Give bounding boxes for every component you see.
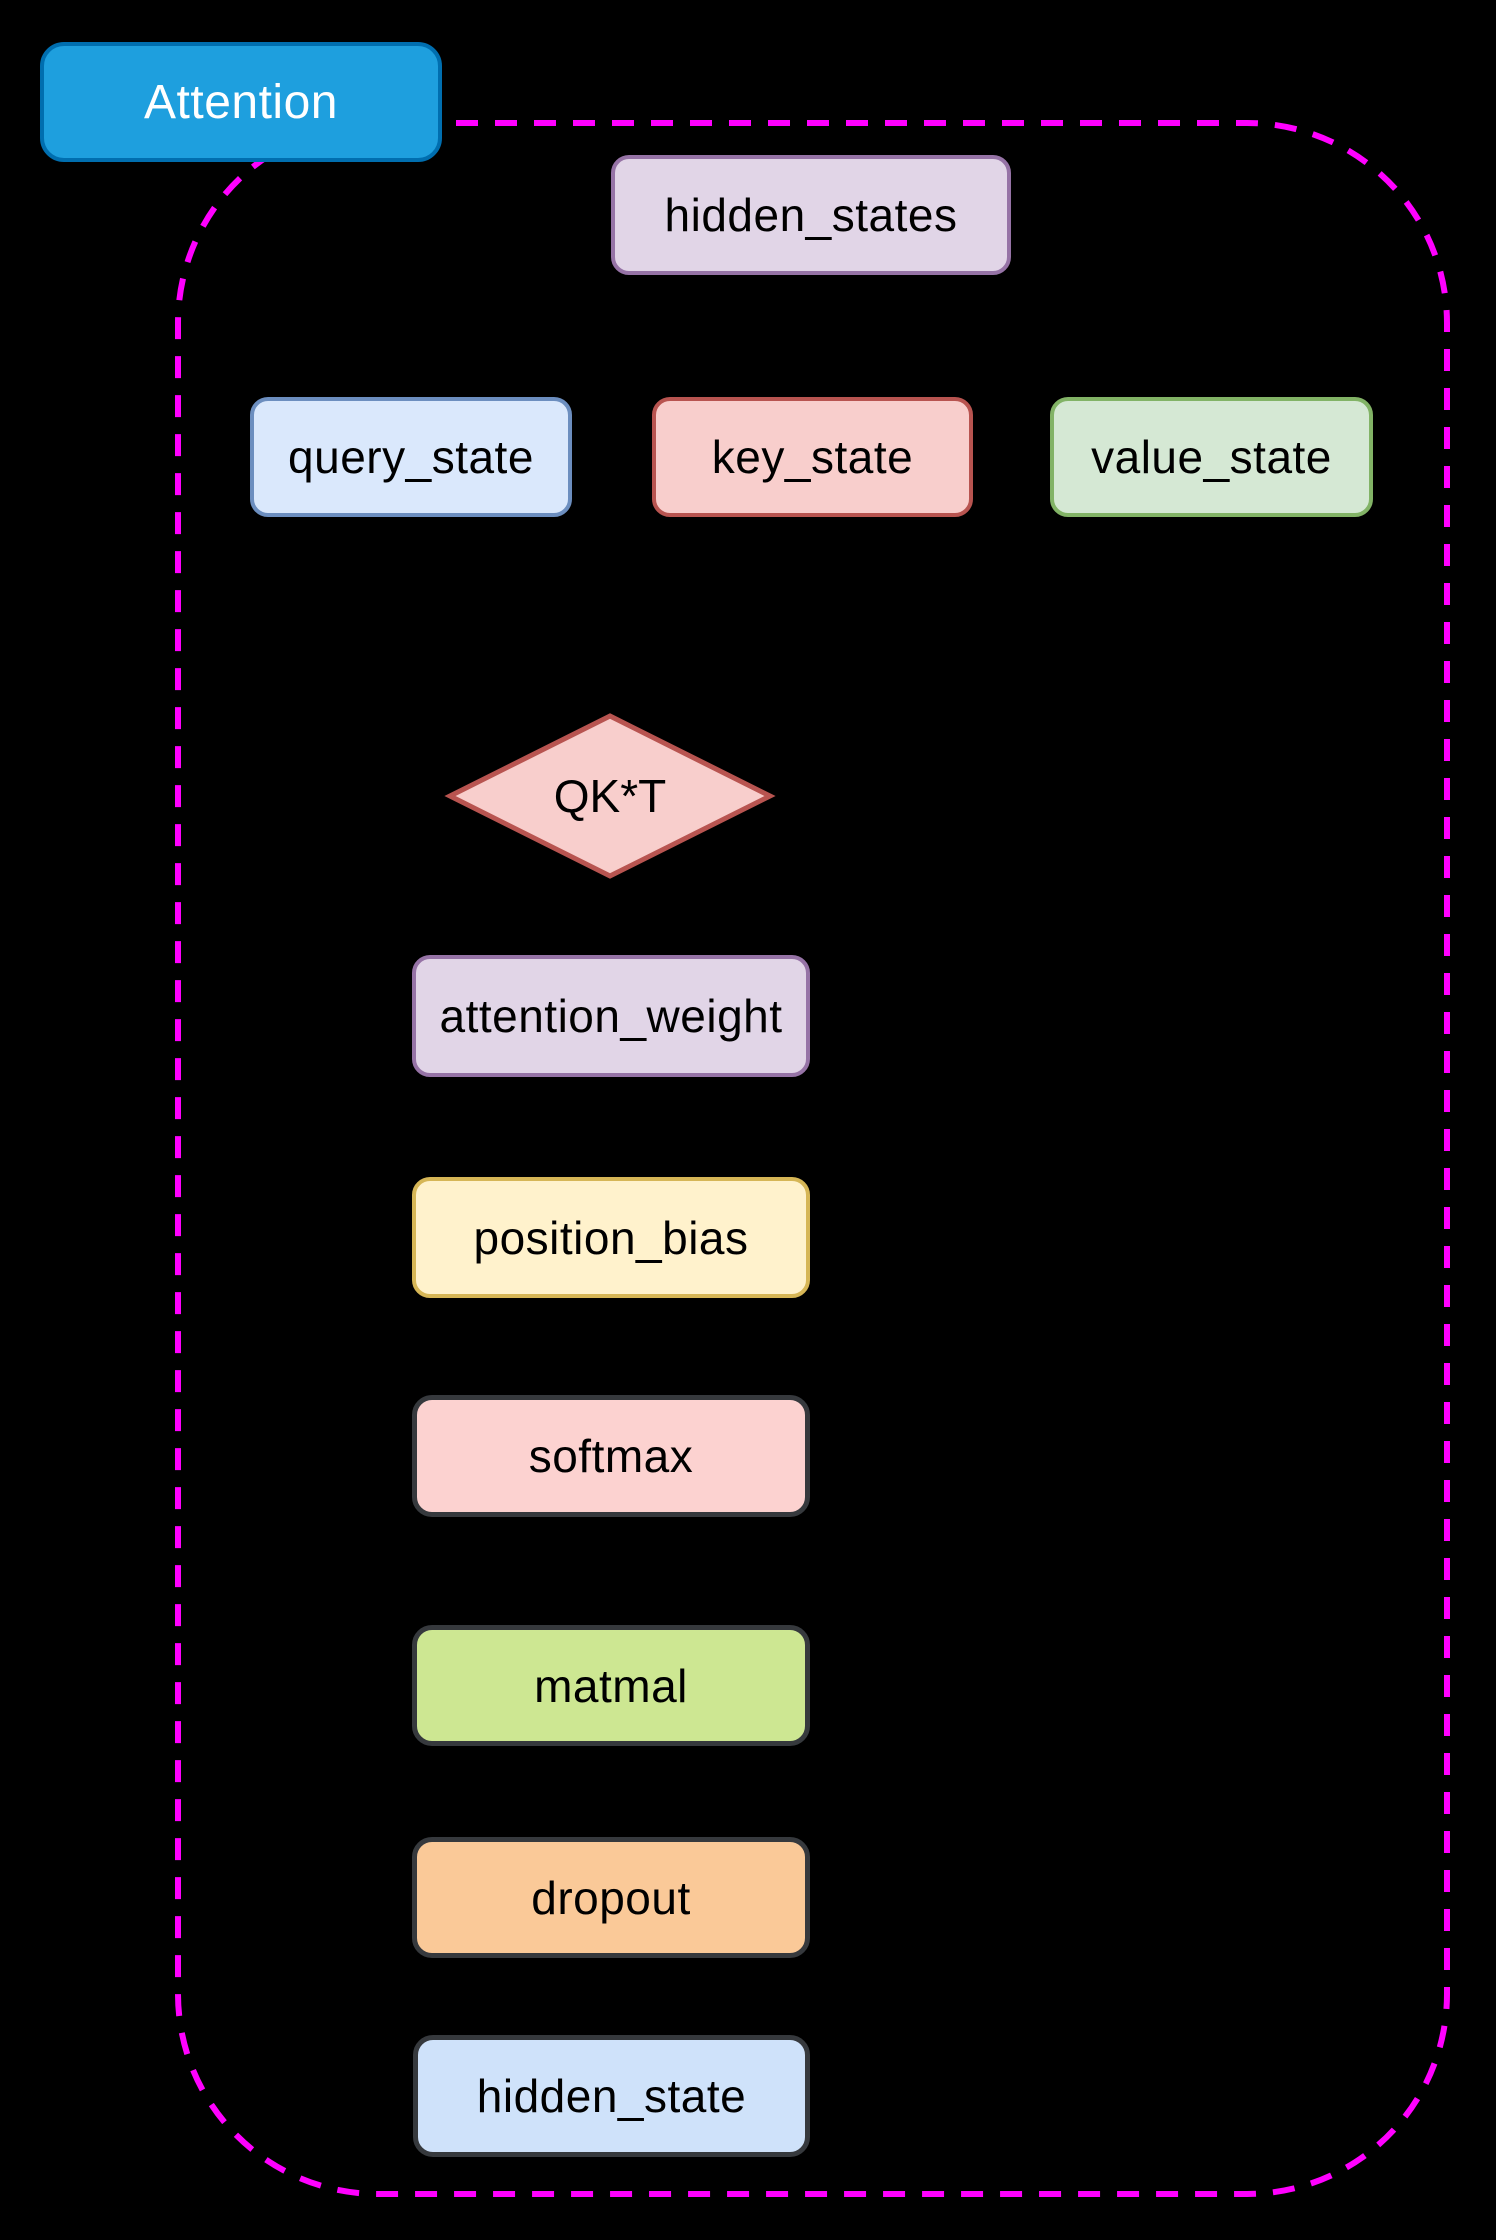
- node-attention-weight-label: attention_weight: [439, 990, 783, 1042]
- node-qkt[interactable]: QK*T: [444, 713, 776, 879]
- node-hidden-states[interactable]: hidden_states: [611, 155, 1011, 275]
- node-softmax[interactable]: softmax: [412, 1395, 810, 1517]
- node-hidden-state-label: hidden_state: [476, 2070, 747, 2122]
- node-attention[interactable]: Attention: [40, 42, 442, 162]
- node-key-state-label: key_state: [711, 431, 914, 483]
- node-hidden-state[interactable]: hidden_state: [413, 2035, 810, 2157]
- qkt-diamond-shape: [444, 713, 776, 879]
- qkt-diamond-polygon: [444, 713, 776, 879]
- node-dropout[interactable]: dropout: [412, 1837, 810, 1958]
- node-hidden-states-label: hidden_states: [664, 189, 958, 241]
- node-attention-weight[interactable]: attention_weight: [412, 955, 810, 1077]
- node-value-state[interactable]: value_state: [1050, 397, 1373, 517]
- module-boundary-rect: [175, 120, 1450, 2197]
- node-key-state[interactable]: key_state: [652, 397, 973, 517]
- node-matmal-label: matmal: [534, 1659, 688, 1712]
- node-matmal[interactable]: matmal: [412, 1625, 810, 1746]
- node-position-bias-label: position_bias: [473, 1211, 749, 1264]
- node-value-state-label: value_state: [1091, 431, 1332, 483]
- node-dropout-label: dropout: [531, 1871, 691, 1924]
- node-softmax-label: softmax: [528, 1430, 694, 1482]
- node-qkt-label: QK*T: [553, 770, 667, 822]
- node-query-state-label: query_state: [288, 431, 534, 483]
- node-query-state[interactable]: query_state: [250, 397, 572, 517]
- node-attention-label: Attention: [144, 75, 338, 129]
- node-position-bias[interactable]: position_bias: [412, 1177, 810, 1298]
